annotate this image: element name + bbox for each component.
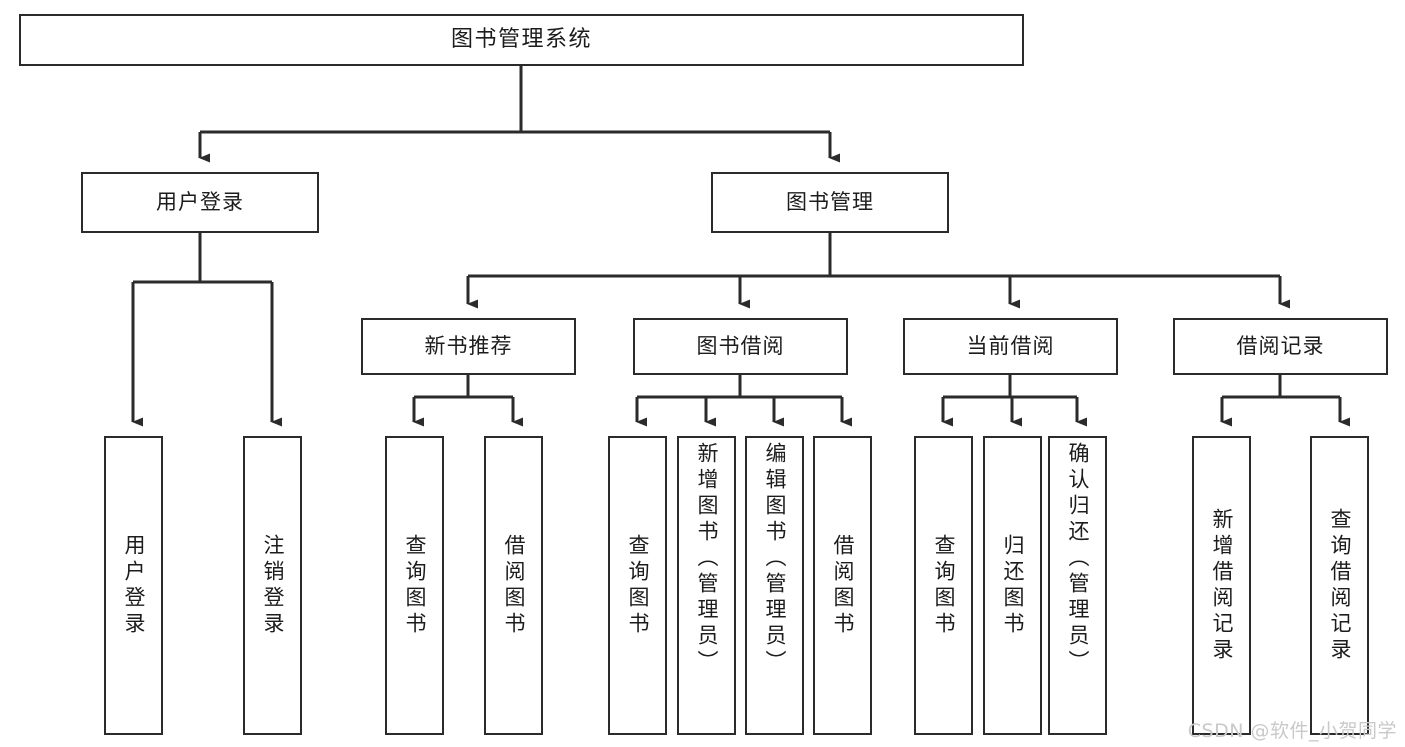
node-label: 用户登录 [122,533,146,638]
node-label: 新增借阅记录 [1210,507,1234,664]
node-label: 图书管理系统 [450,27,592,53]
leaf-query-book-borrowing[interactable]: 查询图书 [608,436,667,735]
node-user-login[interactable]: 用户登录 [81,172,319,233]
node-label: 确认归还（管理员） [1066,442,1090,676]
node-label: 借阅图书 [831,533,855,638]
node-current-borrowing[interactable]: 当前借阅 [903,318,1118,375]
leaf-return-book[interactable]: 归还图书 [983,436,1042,735]
leaf-edit-book-admin[interactable]: 编辑图书（管理员） [745,436,804,735]
node-book-management[interactable]: 图书管理 [711,172,949,233]
node-root-library-management-system[interactable]: 图书管理系统 [19,14,1024,66]
node-label: 查询图书 [626,533,650,638]
leaf-query-book-current[interactable]: 查询图书 [914,436,973,735]
node-label: 注销登录 [261,533,285,638]
node-label: 查询图书 [932,533,956,638]
leaf-logout[interactable]: 注销登录 [243,436,302,735]
leaf-add-borrowing-record[interactable]: 新增借阅记录 [1192,436,1251,735]
leaf-confirm-return-admin[interactable]: 确认归还（管理员） [1048,436,1107,735]
node-label: 当前借阅 [966,334,1055,359]
csdn-watermark: CSDN @软件_小贺同学 [1187,720,1397,742]
leaf-user-login[interactable]: 用户登录 [104,436,163,735]
node-label: 图书管理 [786,190,874,215]
leaf-borrow-book-recommendation[interactable]: 借阅图书 [484,436,543,735]
node-new-book-recommendation[interactable]: 新书推荐 [361,318,576,375]
node-borrowing-record[interactable]: 借阅记录 [1173,318,1388,375]
node-label: 编辑图书（管理员） [763,442,787,676]
leaf-add-book-admin[interactable]: 新增图书（管理员） [677,436,736,735]
node-label: 查询借阅记录 [1328,507,1352,664]
node-label: 归还图书 [1001,533,1025,638]
node-book-borrowing[interactable]: 图书借阅 [633,318,848,375]
node-label: 图书借阅 [696,334,785,359]
node-label: 查询图书 [403,533,427,638]
leaf-query-borrowing-record[interactable]: 查询借阅记录 [1310,436,1369,735]
node-label: 借阅记录 [1236,334,1325,359]
node-label: 新书推荐 [424,334,513,359]
node-label: 新增图书（管理员） [695,442,719,676]
leaf-query-book-recommendation[interactable]: 查询图书 [385,436,444,735]
node-label: 借阅图书 [502,533,526,638]
node-label: 用户登录 [156,190,244,215]
leaf-borrow-book-borrowing[interactable]: 借阅图书 [813,436,872,735]
